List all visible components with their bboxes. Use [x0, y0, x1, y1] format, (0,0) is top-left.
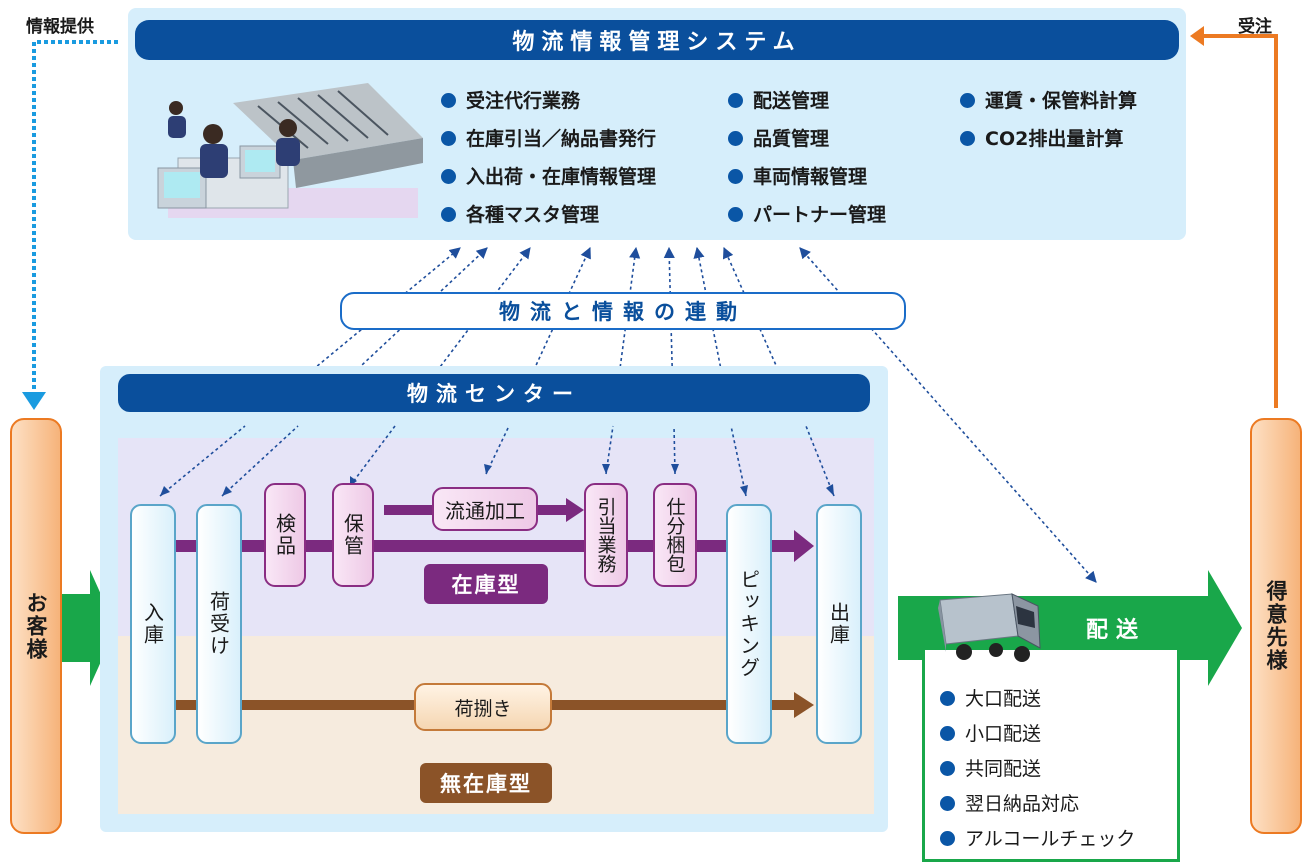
bullet-icon: [441, 131, 456, 146]
bullet-icon: [940, 831, 955, 846]
function-item: パートナー管理: [728, 200, 886, 238]
step-nisabaki: 荷捌き: [414, 683, 552, 731]
bullet-icon: [960, 93, 975, 108]
center-title: 物流センター: [118, 374, 870, 412]
bullet-icon: [728, 169, 743, 184]
step-nyuko: 入庫: [130, 504, 176, 744]
system-title: 物流情報管理システム: [135, 20, 1179, 60]
step-ryutsu-kako: 流通加工: [432, 487, 538, 531]
bullet-icon: [728, 131, 743, 146]
step-niuke: 荷受け: [196, 504, 242, 744]
delivery-list: 大口配送 小口配送 共同配送 翌日納品対応 アルコールチェック: [940, 684, 1135, 859]
function-column-1: 受注代行業務 在庫引当／納品書発行 入出荷・在庫情報管理 各種マスタ管理: [441, 86, 656, 238]
order-label: 受注: [1238, 17, 1272, 37]
delivery-item: アルコールチェック: [940, 824, 1135, 859]
step-shiwake: 仕分梱包: [653, 483, 697, 587]
destination-pillar: 得意先様: [1250, 418, 1302, 834]
bullet-icon: [940, 726, 955, 741]
order-arrow: [1190, 26, 1278, 408]
step-picking: ピッキング: [726, 504, 772, 744]
step-hokan: 保管: [332, 483, 374, 587]
step-kenpin: 検品: [264, 483, 306, 587]
office-illustration: [157, 83, 423, 218]
step-hikiate: 引当業務: [584, 483, 628, 587]
delivery-item: 大口配送: [940, 684, 1135, 719]
bullet-icon: [728, 207, 743, 222]
delivery-item: 共同配送: [940, 754, 1135, 789]
delivery-item: 翌日納品対応: [940, 789, 1135, 824]
bullet-icon: [940, 691, 955, 706]
bullet-icon: [940, 761, 955, 776]
customer-pillar: お客様: [10, 418, 62, 834]
info-provide-arrow: [22, 40, 118, 410]
function-item: 受注代行業務: [441, 86, 656, 124]
truck-icon: [938, 593, 1041, 662]
bullet-icon: [441, 169, 456, 184]
function-column-2: 配送管理 品質管理 車両情報管理 パートナー管理: [728, 86, 886, 238]
function-item: 各種マスタ管理: [441, 200, 656, 238]
function-item: 入出荷・在庫情報管理: [441, 162, 656, 200]
bullet-icon: [960, 131, 975, 146]
delivery-title: 配送: [1085, 618, 1146, 643]
delivery-item: 小口配送: [940, 719, 1135, 754]
function-item: 車両情報管理: [728, 162, 886, 200]
function-item: 配送管理: [728, 86, 886, 124]
delivery-list-box: [922, 650, 1180, 862]
info-provide-label: 情報提供: [26, 17, 94, 37]
nostock-type-badge: 無在庫型: [420, 763, 552, 803]
bullet-icon: [940, 796, 955, 811]
bullet-icon: [441, 93, 456, 108]
step-shukko: 出庫: [816, 504, 862, 744]
function-column-3: 運賃・保管料計算 CO2排出量計算: [960, 86, 1137, 162]
stock-type-badge: 在庫型: [424, 564, 548, 604]
function-item: CO2排出量計算: [960, 124, 1137, 162]
function-item: 運賃・保管料計算: [960, 86, 1137, 124]
function-item: 品質管理: [728, 124, 886, 162]
bullet-icon: [728, 93, 743, 108]
function-item: 在庫引当／納品書発行: [441, 124, 656, 162]
bullet-icon: [441, 207, 456, 222]
logistics-info-link-label: 物流と情報の連動: [340, 292, 906, 330]
